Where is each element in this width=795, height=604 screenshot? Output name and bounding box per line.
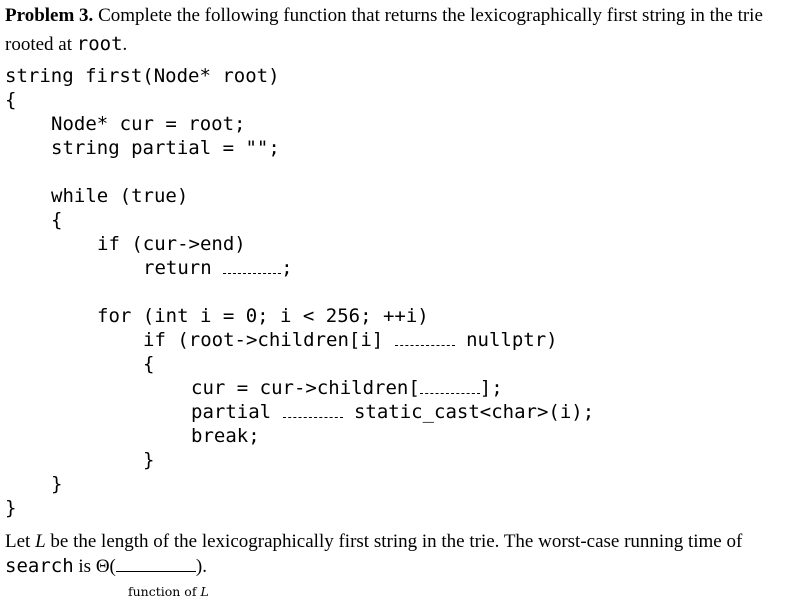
- code-partial-tail: static_cast<char>(i);: [342, 401, 595, 423]
- problem-statement: Problem 3. Complete the following functi…: [5, 2, 790, 59]
- code-open-brace: {: [5, 89, 17, 111]
- code-decl-partial: string partial = "";: [51, 137, 280, 159]
- code-decl-cur: Node* cur = root;: [51, 113, 246, 135]
- blank-partial-op[interactable]: [282, 403, 343, 418]
- code-assign-cur-line: cur = cur->children[];: [191, 376, 503, 400]
- code-if-children-tail: nullptr): [454, 329, 558, 351]
- code-partial-kw: partial: [191, 401, 283, 423]
- code-if-end: if (cur->end): [97, 233, 246, 255]
- code-if-open: {: [143, 353, 155, 375]
- code-assign-cur-tail: ];: [479, 377, 503, 399]
- problem-label: Problem 3.: [5, 5, 94, 26]
- code-for: for (int i = 0; i < 256; ++i): [97, 305, 429, 327]
- code-if-children: if (root->children[i]: [143, 329, 395, 351]
- problem-text-end: .: [122, 34, 128, 55]
- blank-child-index[interactable]: [419, 379, 480, 394]
- caption-var-L: L: [200, 584, 209, 599]
- blank-return[interactable]: [223, 259, 282, 274]
- code-while-open: {: [51, 209, 63, 231]
- answer-blank[interactable]: [115, 555, 196, 572]
- search-code: search: [5, 555, 74, 577]
- code-return-kw: return: [143, 257, 224, 279]
- code-func-close: }: [5, 497, 17, 519]
- code-partial-line: partial static_cast<char>(i);: [191, 400, 594, 424]
- code-while-close: }: [51, 473, 63, 495]
- code-assign-cur: cur = cur->children[: [191, 377, 420, 399]
- problem-root-code: root: [76, 33, 123, 55]
- blank-comparison[interactable]: [394, 331, 455, 346]
- closing-statement: Let L be the length of the lexicographic…: [5, 530, 790, 579]
- closing-line-1: Let L be the length of the lexicographic…: [5, 531, 743, 552]
- code-if-children-line: if (root->children[i] nullptr): [143, 328, 558, 352]
- code-return-tail: ;: [281, 257, 293, 279]
- code-return-line: return ;: [143, 256, 293, 280]
- problem-text: Complete the following function that ret…: [5, 5, 763, 55]
- code-signature: string first(Node* root): [5, 65, 280, 87]
- code-while: while (true): [51, 185, 189, 207]
- answer-caption: function of L: [128, 584, 209, 599]
- var-L: L: [35, 531, 46, 552]
- code-break: break;: [191, 425, 260, 447]
- closing-line-2: search is Θ().: [5, 555, 207, 577]
- code-if-close: }: [143, 449, 155, 471]
